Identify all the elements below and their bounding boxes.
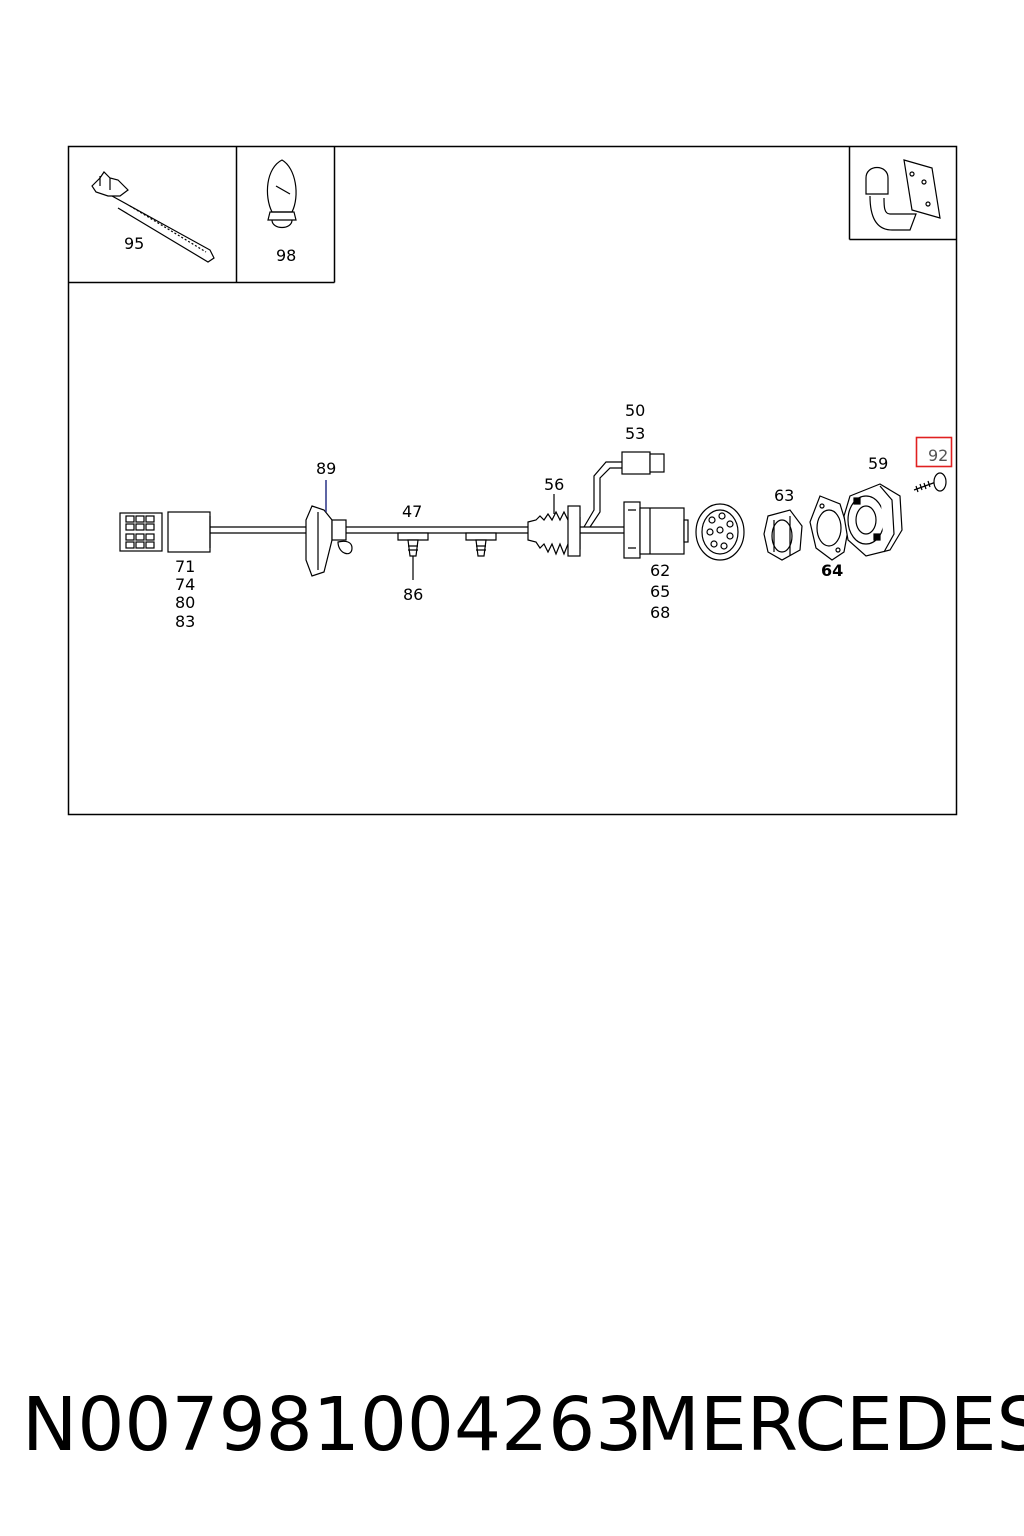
diagram-frame: [67, 145, 958, 816]
inset-panel-left: [68, 146, 336, 284]
label-74: 74: [175, 575, 195, 594]
label-98: 98: [276, 246, 296, 265]
label-68: 68: [650, 603, 670, 622]
auxiliary-plug-icon: [583, 451, 665, 528]
brand-name: MERCEDES: [636, 1382, 1024, 1468]
label-80: 80: [175, 593, 195, 612]
label-50: 50: [625, 401, 645, 420]
plug-connector-icon: [119, 511, 211, 553]
label-59: 59: [868, 454, 888, 473]
harness-cable: [210, 526, 624, 534]
label-63: 63: [774, 486, 794, 505]
part-number: N007981004263: [22, 1382, 643, 1468]
parts-diagram: 95 98 71 74 80 83: [67, 145, 958, 816]
lock-nut-icon: [763, 509, 803, 561]
label-92: 92: [928, 446, 948, 465]
cable-clip-icon: [397, 532, 497, 557]
socket-cover-icon: [843, 483, 903, 557]
label-65: 65: [650, 582, 670, 601]
label-95: 95: [124, 234, 144, 253]
gasket-icon: [809, 495, 849, 561]
grommet-icon: [305, 505, 353, 577]
label-47: 47: [402, 502, 422, 521]
cap-icon: [266, 159, 297, 229]
pin-insert-icon: [695, 503, 745, 561]
label-64: 64: [821, 561, 843, 580]
label-83: 83: [175, 612, 195, 631]
label-89: 89: [316, 459, 336, 478]
rubber-boot-icon: [527, 505, 581, 557]
highlight-box-92: [915, 436, 953, 468]
screw-icon: [913, 472, 947, 493]
label-62: 62: [650, 561, 670, 580]
caption-bar: N007981004263 MERCEDES: [0, 1380, 1024, 1470]
label-86: 86: [403, 585, 423, 604]
label-71: 71: [175, 557, 195, 576]
label-56: 56: [544, 475, 564, 494]
socket-housing-icon: [623, 501, 689, 559]
towbar-icon: [865, 159, 941, 231]
inset-panel-right: [848, 146, 957, 241]
cable-tie-icon: [91, 171, 215, 263]
label-53: 53: [625, 424, 645, 443]
